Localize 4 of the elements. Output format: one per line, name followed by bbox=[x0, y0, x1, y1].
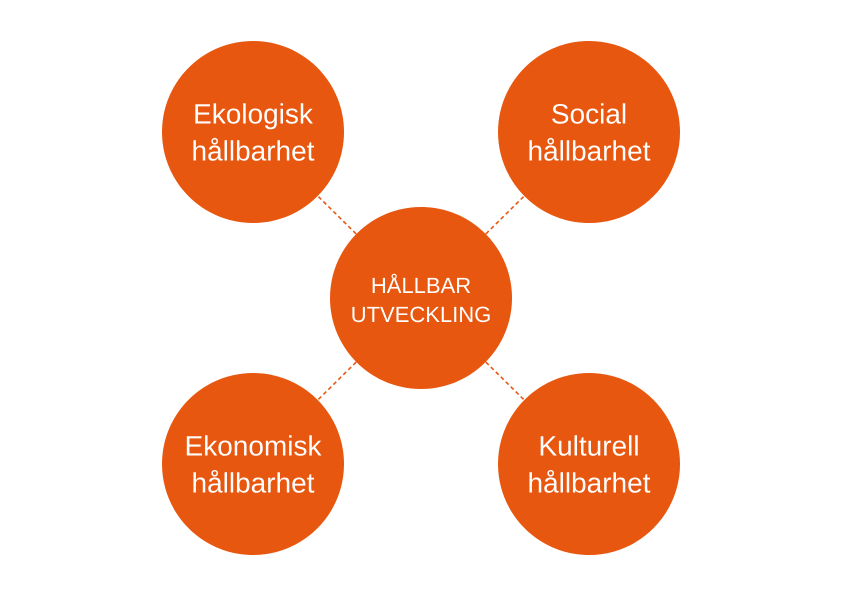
dashed-connector bbox=[485, 196, 525, 234]
dashed-connector bbox=[317, 362, 357, 400]
dashed-connector bbox=[317, 196, 357, 234]
dashed-connector bbox=[485, 362, 525, 400]
